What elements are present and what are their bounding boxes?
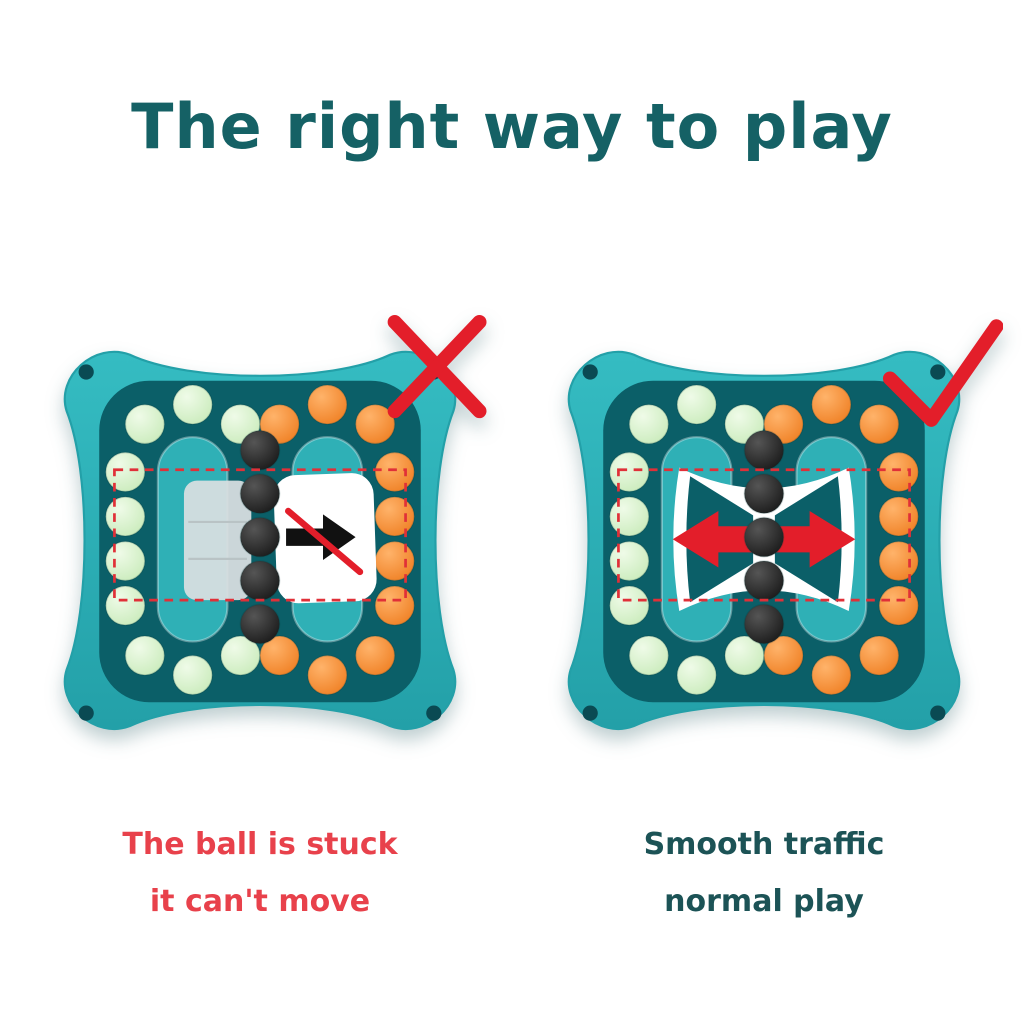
check-mark-icon bbox=[882, 319, 1003, 427]
wrong-way-panel: The ball is stuck it can't move bbox=[21, 309, 499, 930]
right-caption-line1: Smooth traffic bbox=[643, 827, 885, 863]
right-way-panel: Smooth traffic normal play bbox=[525, 309, 1003, 930]
cross-mark-icon bbox=[387, 314, 487, 419]
free-mechanism bbox=[672, 467, 856, 612]
right-arrow-icon bbox=[768, 511, 856, 568]
comparison-figures: The ball is stuck it can't move bbox=[0, 309, 1024, 930]
blocked-mechanism bbox=[183, 473, 377, 604]
slider-piece bbox=[183, 480, 252, 601]
black-bead-column bbox=[743, 429, 785, 645]
blocked-slash-icon bbox=[284, 507, 364, 576]
fidget-toy-blocked-diagram bbox=[63, 314, 487, 731]
right-caption-line2: normal play bbox=[664, 884, 864, 920]
black-bead-column bbox=[239, 429, 281, 645]
right-way-caption: Smooth traffic normal play bbox=[525, 816, 1003, 930]
page-title: The right way to play bbox=[131, 90, 893, 163]
wrong-caption-line2: it can't move bbox=[149, 884, 371, 920]
fidget-toy-correct-diagram bbox=[567, 319, 1003, 731]
wrong-way-caption: The ball is stuck it can't move bbox=[21, 816, 499, 930]
wrong-caption-line1: The ball is stuck bbox=[122, 827, 398, 863]
left-arrow-icon bbox=[672, 511, 760, 568]
